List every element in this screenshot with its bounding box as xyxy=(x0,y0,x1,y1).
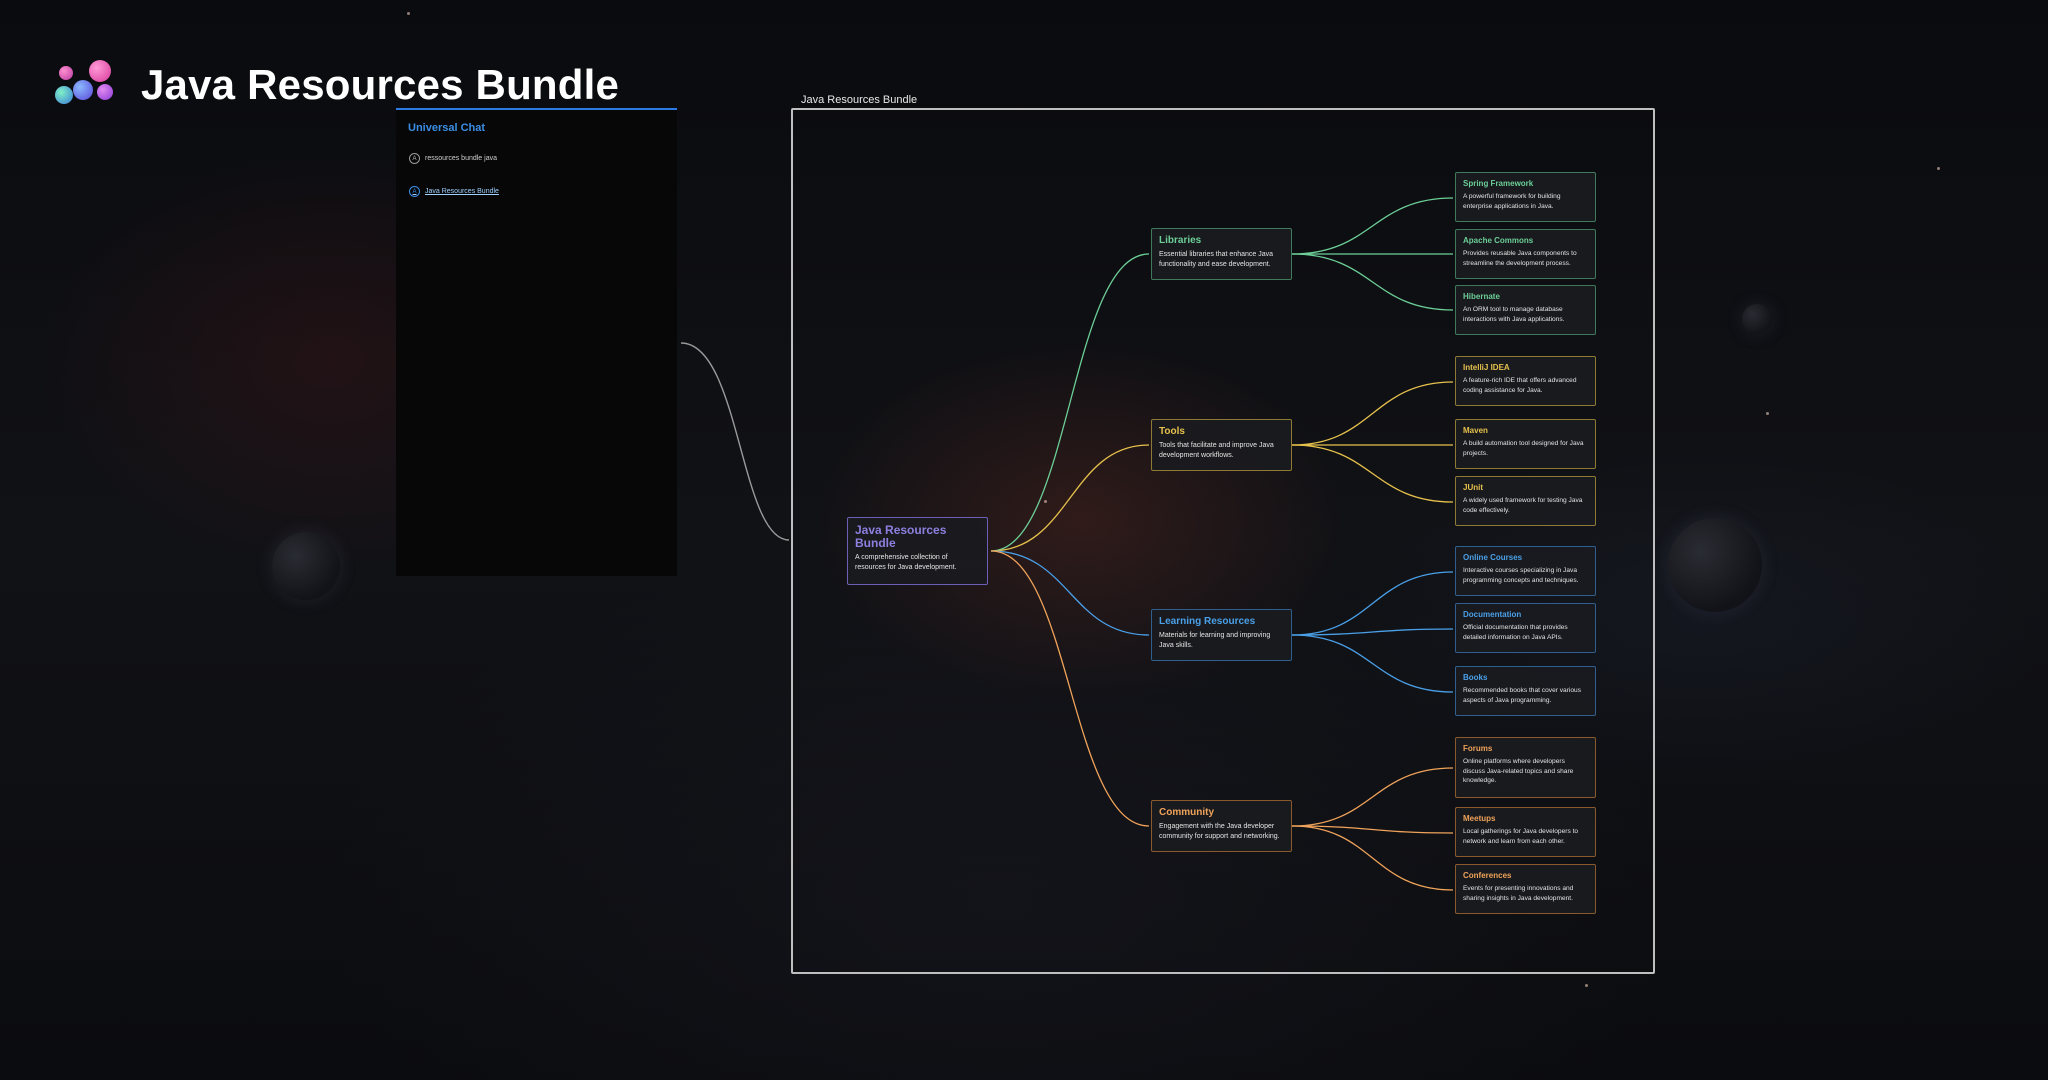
leaf-node-meetups[interactable]: Meetups Local gatherings for Java develo… xyxy=(1455,807,1596,857)
universal-chat-panel: Universal Chat A ressources bundle java … xyxy=(396,108,677,576)
category-to-leaf-connector xyxy=(1291,628,1454,636)
leaf-node-online-courses[interactable]: Online Courses Interactive courses speci… xyxy=(1455,546,1596,596)
planet-left xyxy=(272,532,340,600)
app-logo-icon xyxy=(55,60,117,110)
star xyxy=(1044,500,1047,503)
star xyxy=(1585,984,1588,987)
leaf-description: Local gatherings for Java developers to … xyxy=(1463,828,1579,845)
leaf-title: Online Courses xyxy=(1463,553,1523,562)
chat-history-item-active[interactable]: A Java Resources Bundle xyxy=(409,186,499,197)
root-to-category-connector xyxy=(990,253,1150,552)
leaf-description: A powerful framework for building enterp… xyxy=(1463,193,1561,210)
leaf-description: Interactive courses specializing in Java… xyxy=(1463,567,1579,584)
leaf-node-documentation[interactable]: Documentation Official documentation tha… xyxy=(1455,603,1596,653)
chat-history-item[interactable]: A ressources bundle java xyxy=(409,153,497,164)
category-node-community[interactable]: Community Engagement with the Java devel… xyxy=(1151,800,1292,852)
leaf-node-forums[interactable]: Forums Online platforms where developers… xyxy=(1455,737,1596,798)
root-to-category-connector xyxy=(990,550,1150,827)
leaf-title: Hibernate xyxy=(1463,292,1500,301)
leaf-title: JUnit xyxy=(1463,483,1483,492)
chat-bubble-icon: A xyxy=(409,186,420,197)
app-header: Java Resources Bundle xyxy=(55,60,619,110)
star xyxy=(1766,412,1769,415)
chat-history-item-label: Java Resources Bundle xyxy=(425,188,499,195)
leaf-title: Conferences xyxy=(1463,871,1512,880)
leaf-description: A widely used framework for testing Java… xyxy=(1463,497,1583,514)
chat-to-diagram-link xyxy=(680,342,790,541)
category-description: Essential libraries that enhance Java fu… xyxy=(1159,251,1274,269)
leaf-node-books[interactable]: Books Recommended books that cover vario… xyxy=(1455,666,1596,716)
leaf-node-hibernate[interactable]: Hibernate An ORM tool to manage database… xyxy=(1455,285,1596,335)
category-description: Materials for learning and improving Jav… xyxy=(1159,632,1271,650)
leaf-node-apache-commons[interactable]: Apache Commons Provides reusable Java co… xyxy=(1455,229,1596,279)
leaf-title: Documentation xyxy=(1463,610,1522,619)
leaf-title: Spring Framework xyxy=(1463,179,1534,188)
category-title: Tools xyxy=(1159,426,1185,437)
root-node-title: Java Resources Bundle xyxy=(855,523,947,550)
root-to-category-connector xyxy=(990,444,1150,552)
leaf-description: A feature-rich IDE that offers advanced … xyxy=(1463,377,1577,394)
category-description: Engagement with the Java developer commu… xyxy=(1159,823,1280,841)
star xyxy=(1937,167,1940,170)
star xyxy=(407,12,410,15)
leaf-description: A build automation tool designed for Jav… xyxy=(1463,440,1584,457)
chat-panel-title: Universal Chat xyxy=(408,122,486,134)
diagram-frame xyxy=(791,108,1655,974)
category-to-leaf-connector xyxy=(1291,381,1454,446)
leaf-node-maven[interactable]: Maven A build automation tool designed f… xyxy=(1455,419,1596,469)
leaf-node-conferences[interactable]: Conferences Events for presenting innova… xyxy=(1455,864,1596,914)
category-node-tools[interactable]: Tools Tools that facilitate and improve … xyxy=(1151,419,1292,471)
leaf-title: Forums xyxy=(1463,744,1493,753)
category-to-leaf-connector xyxy=(1291,571,1454,636)
leaf-description: Official documentation that provides det… xyxy=(1463,624,1568,641)
leaf-node-junit[interactable]: JUnit A widely used framework for testin… xyxy=(1455,476,1596,526)
category-to-leaf-connector xyxy=(1291,444,1454,503)
leaf-description: Provides reusable Java components to str… xyxy=(1463,250,1577,267)
leaf-description: Recommended books that cover various asp… xyxy=(1463,687,1582,704)
category-to-leaf-connector xyxy=(1291,197,1454,255)
leaf-title: Maven xyxy=(1463,426,1488,435)
category-title: Libraries xyxy=(1159,235,1202,246)
category-title: Community xyxy=(1159,807,1214,818)
planet-small xyxy=(1742,304,1772,334)
diagram-caption: Java Resources Bundle xyxy=(801,94,918,106)
root-node[interactable]: Java Resources Bundle A comprehensive co… xyxy=(847,517,988,585)
category-description: Tools that facilitate and improve Java d… xyxy=(1159,442,1274,460)
root-to-category-connector xyxy=(990,550,1150,636)
page-title: Java Resources Bundle xyxy=(141,61,620,108)
mindmap-connectors xyxy=(990,197,1454,891)
category-to-leaf-connector xyxy=(1291,825,1454,891)
category-title: Learning Resources xyxy=(1159,616,1256,627)
leaf-description: Events for presenting innovations and sh… xyxy=(1463,885,1574,902)
category-to-leaf-connector xyxy=(1291,253,1454,311)
planet-right xyxy=(1668,518,1762,612)
category-node-learning-resources[interactable]: Learning Resources Materials for learnin… xyxy=(1151,609,1292,661)
leaf-title: IntelliJ IDEA xyxy=(1463,363,1510,372)
root-node-description: A comprehensive collection of resources … xyxy=(855,554,957,572)
leaf-title: Books xyxy=(1463,673,1488,682)
leaf-node-intellij-idea[interactable]: IntelliJ IDEA A feature-rich IDE that of… xyxy=(1455,356,1596,406)
chat-bubble-icon: A xyxy=(409,153,420,164)
category-to-leaf-connector xyxy=(1291,767,1454,827)
category-node-libraries[interactable]: Libraries Essential libraries that enhan… xyxy=(1151,228,1292,280)
chat-history-item-label: ressources bundle java xyxy=(425,155,497,162)
leaf-title: Apache Commons xyxy=(1463,236,1534,245)
leaf-description: Online platforms where developers discus… xyxy=(1463,758,1574,785)
leaf-description: An ORM tool to manage database interacti… xyxy=(1463,306,1565,323)
leaf-node-spring-framework[interactable]: Spring Framework A powerful framework fo… xyxy=(1455,172,1596,222)
category-to-leaf-connector xyxy=(1291,825,1454,834)
category-to-leaf-connector xyxy=(1291,634,1454,693)
leaf-title: Meetups xyxy=(1463,814,1496,823)
